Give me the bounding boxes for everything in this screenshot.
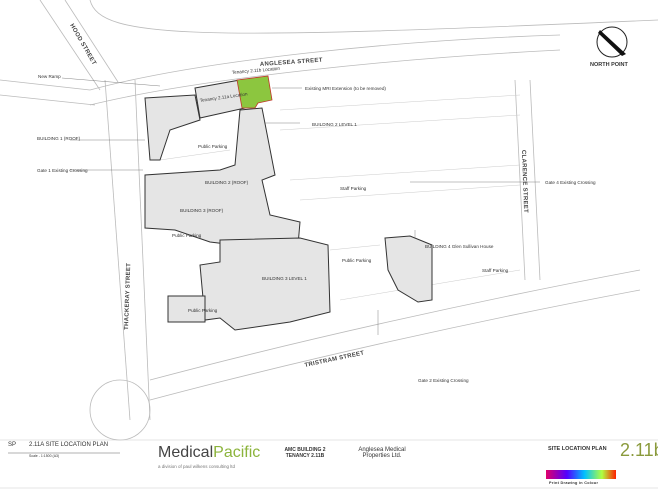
label-public-parking-2: Public Parking bbox=[172, 233, 202, 238]
label-building2-level1: BUILDING 2 LEVEL 1 bbox=[312, 122, 357, 127]
north-point-label: NORTH POINT bbox=[590, 62, 629, 68]
brand-logo: MedicalPacific bbox=[158, 444, 261, 461]
scale: Scale - 1:1500 (A3) bbox=[29, 454, 60, 458]
label-existing-mri: Existing MRI Extension (to be removed) bbox=[305, 86, 386, 91]
drawing-number: 2.11b. bbox=[620, 440, 658, 460]
sheet-code: SP bbox=[8, 442, 17, 448]
label-new-ramp: New Ramp bbox=[38, 74, 61, 79]
roads bbox=[0, 0, 658, 441]
building-3 bbox=[199, 237, 331, 331]
label-public-parking-3: Public Parking bbox=[342, 258, 372, 263]
brand-tagline: a division of paul wilkens consulting lt… bbox=[158, 464, 236, 469]
leader-lines bbox=[61, 77, 540, 335]
label-public-parking-4: Public Parking bbox=[188, 308, 218, 313]
label-tenancy-b: Tenancy 2.11b Location bbox=[232, 66, 281, 75]
north-point-icon bbox=[596, 26, 628, 58]
drawing-title: SITE LOCATION PLAN bbox=[548, 446, 607, 452]
label-building3-roof: BUILDING 3 (ROOF) bbox=[180, 208, 224, 213]
street-clarence: CLARENCE STREET bbox=[520, 150, 528, 213]
label-building1-roof: BUILDING 1 (ROOF) bbox=[37, 136, 81, 141]
street-hood: HOOD STREET bbox=[68, 23, 97, 66]
label-staff-parking-2: Staff Parking bbox=[482, 268, 509, 273]
label-gate1: Gate 1 Existing Crossing bbox=[37, 168, 88, 173]
label-public-parking-1: Public Parking bbox=[198, 144, 228, 149]
client-name: Anglesea Medical Properties Ltd. bbox=[358, 447, 406, 459]
street-thackeray: THACKERAY STREET bbox=[124, 263, 132, 330]
street-anglesea: ANGLESEA STREET bbox=[260, 58, 323, 68]
building-4 bbox=[384, 235, 433, 303]
sheet-title: 2.11A SITE LOCATION PLAN bbox=[29, 442, 109, 448]
street-tristram: TRISTRAM STREET bbox=[304, 350, 365, 369]
project-name: AMC BUILDING 2 TENANCY 2.11B bbox=[284, 447, 326, 459]
label-building4: BUILDING 4 Glen Sullivan House bbox=[425, 244, 494, 249]
label-gate4: Gate 4 Existing Crossing bbox=[545, 180, 596, 185]
label-staff-parking-1: Staff Parking bbox=[340, 186, 367, 191]
tenancy-2-11b-highlight bbox=[236, 75, 273, 109]
parking-lines bbox=[159, 94, 521, 301]
label-building2-roof: BUILDING 2 (ROOF) bbox=[205, 180, 249, 185]
label-gate2: Gate 2 Existing Crossing bbox=[418, 378, 469, 383]
small-building bbox=[167, 295, 206, 323]
colour-bar bbox=[546, 470, 616, 479]
buildings bbox=[144, 79, 433, 331]
label-tenancy-a: Tenancy 2.11a Location bbox=[199, 91, 248, 103]
label-building3-level1: BUILDING 3 LEVEL 1 bbox=[262, 276, 307, 281]
building-1 bbox=[144, 94, 201, 161]
print-note: Print Drawing in Colour bbox=[549, 481, 599, 485]
